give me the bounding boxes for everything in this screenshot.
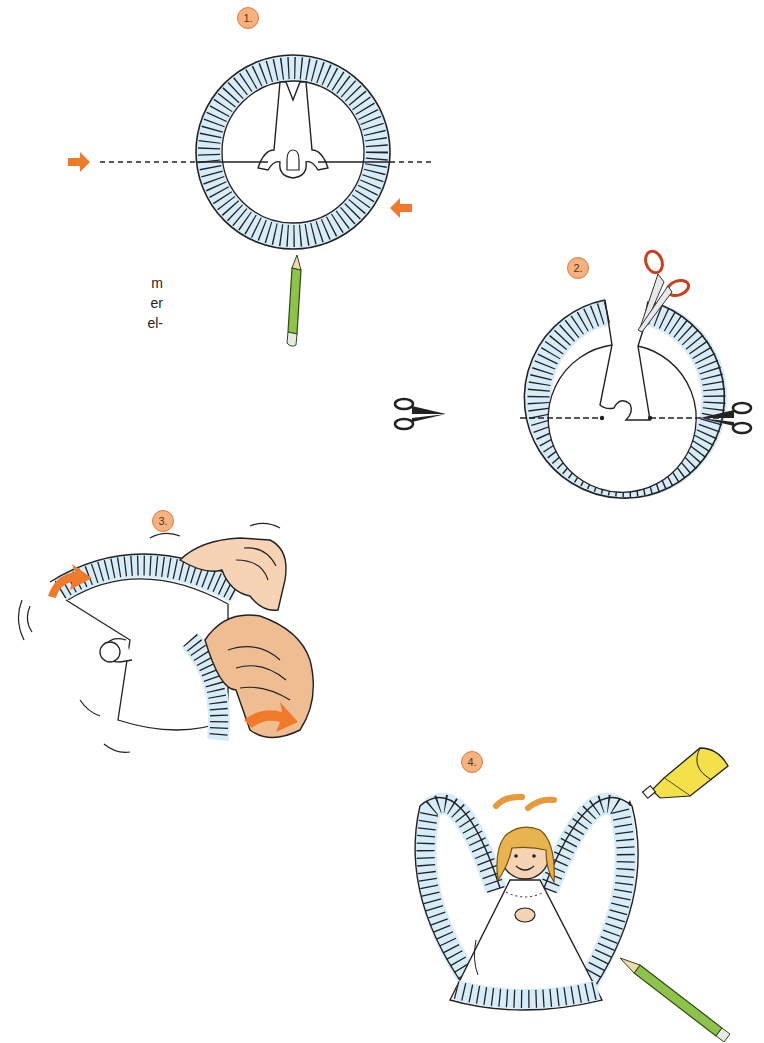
cut-off-text: el- bbox=[147, 316, 163, 330]
step-number-circle: 1. bbox=[237, 7, 259, 29]
step-number: 4. bbox=[467, 757, 476, 768]
angel-step4 bbox=[415, 748, 730, 1042]
doily-step2 bbox=[395, 249, 751, 498]
step-number: 1. bbox=[243, 13, 252, 24]
cut-off-text: m bbox=[151, 276, 163, 290]
doily-step1 bbox=[68, 55, 432, 346]
cut-off-text: er bbox=[151, 296, 163, 310]
folding-step3 bbox=[18, 523, 313, 752]
step-number: 2. bbox=[573, 263, 582, 274]
step-number-circle: 3. bbox=[152, 510, 174, 532]
step-number-circle: 2. bbox=[567, 257, 589, 279]
step-number: 3. bbox=[158, 516, 167, 527]
step-number-circle: 4. bbox=[461, 751, 483, 773]
